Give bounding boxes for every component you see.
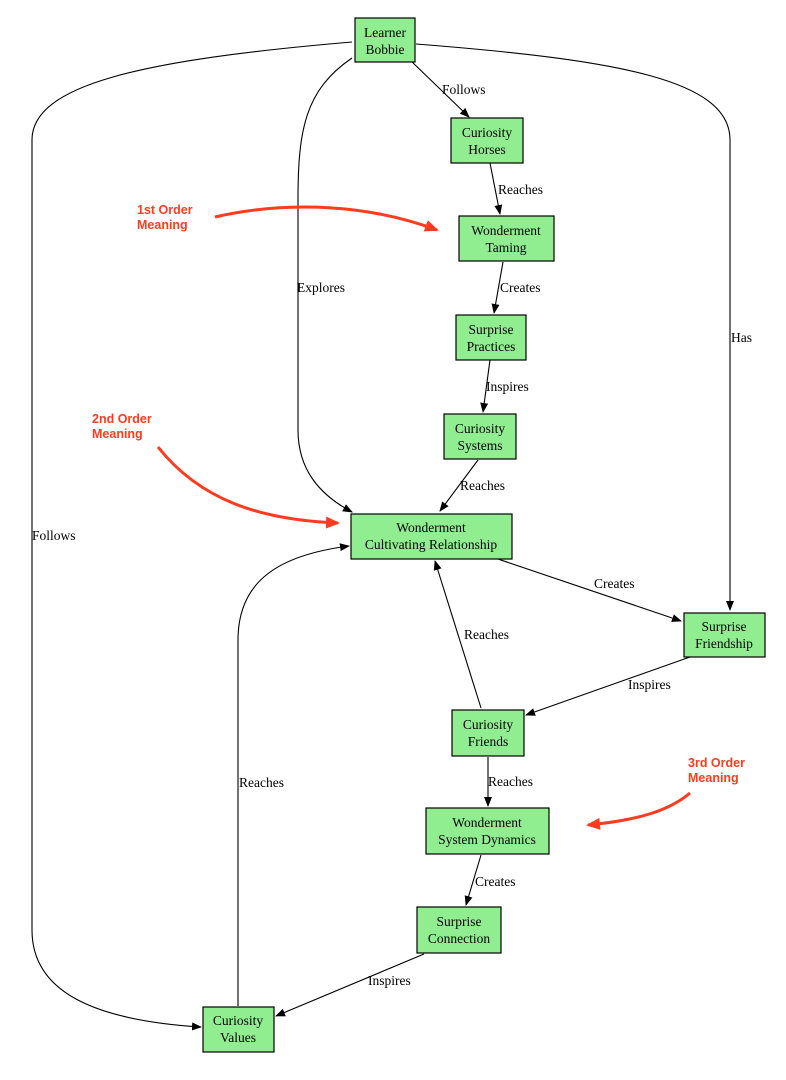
node-line-1: Curiosity: [462, 125, 513, 140]
edge-wonderment-taming-creates-surprise-practices: Creates: [491, 261, 540, 314]
edge-label: Reaches: [498, 182, 543, 197]
edge-surprise-connection-inspires-curiosity-values: Inspires: [275, 953, 425, 1017]
edge-label: Reaches: [239, 775, 284, 790]
annotations: 1st Order Meaning 2nd Order Meaning 3rd …: [92, 203, 745, 830]
node-curiosity-values[interactable]: Curiosity Values: [202, 1006, 275, 1053]
node-surprise-practices[interactable]: Surprise Practices: [455, 314, 527, 361]
edge-surprise-friendship-inspires-curiosity-friends: Inspires: [525, 656, 691, 716]
edge-label: Inspires: [368, 973, 411, 988]
node-line-2: Practices: [467, 339, 516, 354]
edge-curiosity-friends-reaches-wonderment-cultivating: Reaches: [433, 560, 509, 709]
annotation-first-order-meaning: 1st Order Meaning: [137, 203, 439, 232]
node-line-2: Friendship: [695, 636, 753, 651]
edge-curiosity-horses-reaches-wonderment-taming: Reaches: [489, 162, 543, 215]
node-line-1: Wonderment: [452, 815, 522, 830]
edge-surprise-practices-inspires-curiosity-systems: Inspires: [480, 359, 529, 413]
edge-label: Reaches: [460, 478, 505, 493]
node-wonderment-system-dynamics[interactable]: Wonderment System Dynamics: [425, 807, 550, 855]
edge-curiosity-values-reaches-wonderment-cultivating: Reaches: [237, 543, 350, 1006]
node-line-2: System Dynamics: [438, 832, 536, 847]
node-line-1: Curiosity: [213, 1013, 264, 1028]
annotation-line-2: Meaning: [137, 218, 188, 232]
red-arrow-icon: [156, 446, 340, 529]
node-surprise-connection[interactable]: Surprise Connection: [416, 906, 502, 954]
node-line-2: Cultivating Relationship: [365, 537, 498, 552]
edges: Follows Reaches Creates Inspires Reaches…: [31, 41, 752, 1031]
edge-wonderment-cultivating-creates-surprise-friendship: Creates: [491, 556, 682, 622]
node-surprise-friendship[interactable]: Surprise Friendship: [683, 612, 766, 658]
red-arrow-icon: [586, 791, 691, 830]
node-line-1: Learner: [364, 25, 406, 40]
node-line-1: Curiosity: [455, 421, 506, 436]
node-line-1: Surprise: [437, 914, 482, 929]
edge-label: Creates: [500, 280, 540, 295]
edge-learner-explores-wonderment-cultivating: Explores: [297, 57, 353, 513]
annotation-line-1: 2nd Order: [92, 412, 152, 426]
annotation-line-2: Meaning: [92, 427, 143, 441]
edge-learner-follows-curiosity-horses: Follows: [409, 59, 486, 118]
node-line-1: Wonderment: [396, 520, 466, 535]
node-wonderment-cultivating-relationship[interactable]: Wonderment Cultivating Relationship: [350, 513, 513, 560]
node-line-1: Curiosity: [463, 717, 514, 732]
annotation-third-order-meaning: 3rd Order Meaning: [586, 756, 745, 830]
node-line-2: Values: [220, 1030, 256, 1045]
edge-label: Inspires: [628, 677, 671, 692]
node-curiosity-friends[interactable]: Curiosity Friends: [451, 709, 525, 757]
edge-label: Inspires: [486, 379, 529, 394]
edge-learner-follows-curiosity-values: Follows: [31, 41, 353, 1031]
annotation-line-1: 3rd Order: [688, 756, 745, 770]
node-line-2: Connection: [428, 931, 490, 946]
annotation-second-order-meaning: 2nd Order Meaning: [92, 412, 340, 529]
node-line-2: Friends: [468, 734, 509, 749]
edge-label: Creates: [594, 576, 634, 591]
node-line-1: Surprise: [469, 322, 514, 337]
node-wonderment-taming[interactable]: Wonderment Taming: [458, 215, 555, 262]
annotation-line-1: 1st Order: [137, 203, 193, 217]
node-line-2: Systems: [457, 438, 502, 453]
edge-wonderment-system-dynamics-creates-surprise-connection: Creates: [464, 854, 515, 906]
edge-label: Follows: [32, 528, 76, 543]
node-line-2: Bobbie: [366, 42, 405, 57]
nodes: Learner Bobbie Curiosity Horses Wonderme…: [202, 17, 766, 1053]
edge-learner-has-surprise-friendship: Has: [415, 43, 752, 611]
node-curiosity-systems[interactable]: Curiosity Systems: [443, 413, 517, 460]
edge-label: Explores: [297, 280, 345, 295]
edge-curiosity-friends-reaches-wonderment-system-dynamics: Reaches: [484, 757, 533, 807]
node-learner-bobbie[interactable]: Learner Bobbie: [354, 17, 416, 63]
node-curiosity-horses[interactable]: Curiosity Horses: [450, 117, 524, 164]
edge-label: Creates: [475, 874, 515, 889]
node-line-2: Horses: [468, 142, 506, 157]
edge-label: Reaches: [464, 627, 509, 642]
edge-label: Follows: [442, 82, 486, 97]
edge-label: Reaches: [488, 774, 533, 789]
node-line-1: Wonderment: [471, 223, 541, 238]
red-arrow-icon: [214, 205, 439, 232]
edge-label: Has: [731, 330, 752, 345]
node-line-1: Surprise: [702, 619, 747, 634]
edge-curiosity-systems-reaches-wonderment-cultivating: Reaches: [439, 459, 505, 512]
node-line-2: Taming: [485, 240, 526, 255]
annotation-line-2: Meaning: [688, 771, 739, 785]
